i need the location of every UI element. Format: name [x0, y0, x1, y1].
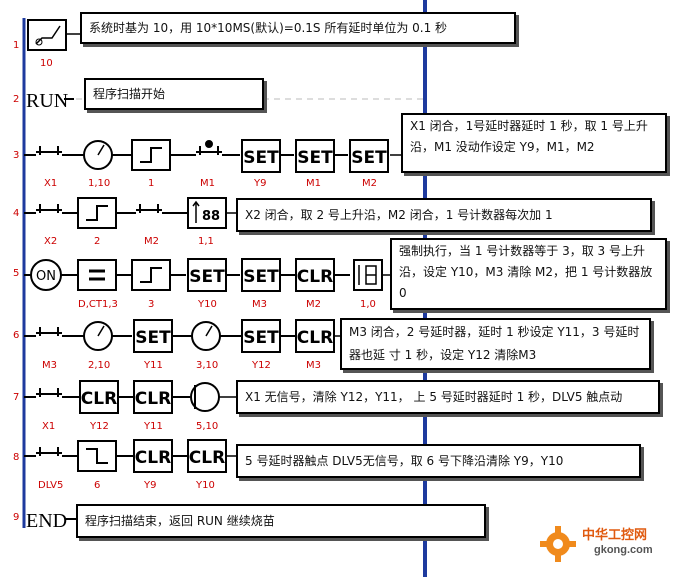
- svg-text:CLR: CLR: [135, 448, 171, 468]
- element-label: D,CT1,3: [78, 299, 118, 310]
- clr-block: CLR: [133, 439, 173, 473]
- svg-text:CLR: CLR: [135, 389, 171, 409]
- svg-text:SET: SET: [189, 267, 225, 287]
- element-label: M2: [144, 236, 159, 247]
- note-rung7: X1 无信号，清除 Y12，Y11， 上 5 号延时器延时 1 秒，DLV5 触…: [236, 380, 660, 414]
- rung-number: 7: [13, 392, 19, 403]
- element-label: M1: [306, 178, 321, 189]
- gear-logo-icon: [540, 526, 576, 562]
- svg-text:SET: SET: [243, 148, 279, 168]
- svg-text:CLR: CLR: [297, 328, 333, 348]
- set-block: SET: [241, 258, 281, 292]
- note-end: 程序扫描结束，返回 RUN 继续烧苗: [76, 504, 486, 538]
- set-block: SET: [187, 258, 227, 292]
- rung-6: [24, 321, 296, 351]
- counter-display: 88: [202, 209, 220, 224]
- rung-number: 2: [13, 94, 19, 105]
- element-label: 10: [40, 58, 53, 69]
- element-label: Y12: [251, 360, 271, 371]
- clr-block: CLR: [295, 258, 335, 292]
- note-rung8: 5 号延时器触点 DLV5无信号，取 6 号下降沿清除 Y9，Y10: [236, 444, 641, 478]
- timebase-block: [27, 19, 67, 51]
- element-label: Y9: [143, 480, 156, 491]
- svg-text:SET: SET: [135, 328, 171, 348]
- rung-3: [24, 139, 348, 171]
- end-keyword: END: [26, 510, 67, 532]
- note-run: 程序扫描开始: [84, 78, 264, 110]
- note-rung3: X1 闭合，1号延时器延时 1 秒，取 1 号上升沿，M1 没动作设定 Y9，M…: [401, 113, 667, 173]
- element-label: M3: [42, 360, 57, 371]
- element-label: X2: [44, 236, 57, 247]
- set-block: SET: [133, 319, 173, 353]
- svg-text:SET: SET: [243, 328, 279, 348]
- rung-number: 9: [13, 512, 19, 523]
- svg-text:SET: SET: [351, 148, 387, 168]
- rung-5: [24, 259, 383, 291]
- rung-4: [24, 197, 227, 229]
- rung-number: 3: [13, 150, 19, 161]
- rung-number: 6: [13, 330, 19, 341]
- element-label: 1,0: [360, 299, 376, 310]
- element-label: M3: [252, 299, 267, 310]
- on-keyword: ON: [36, 269, 56, 284]
- clr-block: CLR: [187, 439, 227, 473]
- set-block: SET: [241, 139, 281, 173]
- element-label: Y11: [143, 421, 163, 432]
- element-label: 1: [148, 178, 154, 189]
- clr-block: CLR: [295, 319, 335, 353]
- watermark-url: gkong.com: [594, 544, 653, 556]
- element-label: 5,10: [196, 421, 218, 432]
- clr-block: CLR: [133, 380, 173, 414]
- svg-text:CLR: CLR: [297, 267, 333, 287]
- element-label: 6: [94, 480, 100, 491]
- element-label: Y12: [89, 421, 109, 432]
- element-label: Y9: [253, 178, 266, 189]
- svg-text:SET: SET: [297, 148, 333, 168]
- element-label: 2,10: [88, 360, 110, 371]
- note-timebase: 系统时基为 10，用 10*10MS(默认)=0.1S 所有延时单位为 0.1 …: [80, 12, 516, 44]
- element-label: Y10: [197, 299, 217, 310]
- element-label: M3: [306, 360, 321, 371]
- set-block: SET: [295, 139, 335, 173]
- element-label: DLV5: [38, 480, 63, 491]
- element-label: 3,10: [196, 360, 218, 371]
- rung-number: 8: [13, 452, 19, 463]
- svg-text:CLR: CLR: [81, 389, 117, 409]
- watermark: 中华工控网 gkong.com: [538, 520, 668, 570]
- element-label: Y11: [143, 360, 163, 371]
- rung-number: 5: [13, 268, 19, 279]
- element-label: X1: [42, 421, 55, 432]
- watermark-brand: 中华工控网: [582, 527, 648, 542]
- set-block: SET: [241, 319, 281, 353]
- note-rung6: M3 闭合，2 号延时器，延时 1 秒设定 Y11，3 号延时器也延 寸 1 秒…: [340, 318, 651, 370]
- element-label: 2: [94, 236, 100, 247]
- set-block: SET: [349, 139, 389, 173]
- element-label: M1: [200, 178, 215, 189]
- rung-7: [24, 382, 220, 412]
- element-label: 1,10: [88, 178, 110, 189]
- element-label: M2: [306, 299, 321, 310]
- rung-8: [24, 440, 188, 472]
- element-label: 3: [148, 299, 154, 310]
- note-rung4: X2 闭合，取 2 号上升沿，M2 闭合，1 号计数器每次加 1: [236, 198, 652, 232]
- svg-text:CLR: CLR: [189, 448, 225, 468]
- clr-block: CLR: [79, 380, 119, 414]
- rung-number: 1: [13, 40, 19, 51]
- element-label: 1,1: [198, 236, 214, 247]
- element-label: M2: [362, 178, 377, 189]
- note-rung5: 强制执行，当 1 号计数器等于 3，取 3 号上升沿，设定 Y10，M3 清除 …: [390, 238, 667, 310]
- element-label: X1: [44, 178, 57, 189]
- rung-number: 4: [13, 208, 19, 219]
- svg-text:SET: SET: [243, 267, 279, 287]
- run-keyword: RUN: [26, 90, 68, 112]
- element-label: Y10: [195, 480, 215, 491]
